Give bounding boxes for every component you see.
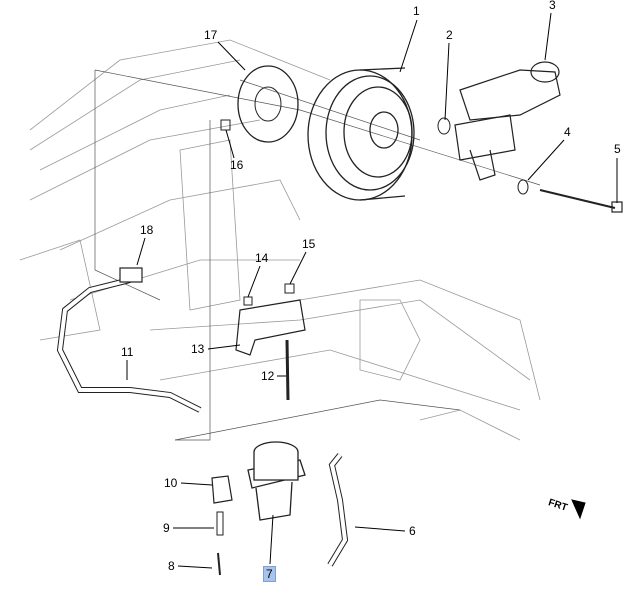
booster-gasket	[237, 65, 299, 143]
front-arrow-icon	[571, 499, 586, 520]
stud	[285, 339, 290, 401]
isolator	[211, 475, 233, 504]
callout-18: 18	[140, 223, 154, 237]
nut	[220, 119, 231, 131]
master-cylinder	[454, 61, 561, 181]
alignment-lines	[94, 69, 541, 441]
callout-11: 11	[121, 345, 134, 359]
seal	[437, 117, 451, 135]
vehicle-body-structure	[19, 39, 541, 441]
callout-6: 6	[409, 524, 416, 538]
callout-17: 17	[204, 28, 218, 42]
callout-5: 5	[614, 142, 621, 156]
sleeve	[216, 511, 224, 536]
callout-8: 8	[168, 559, 175, 573]
callout-12: 12	[261, 369, 275, 383]
bolt	[217, 552, 221, 576]
long-bolt	[539, 189, 616, 209]
leader-lines	[126, 12, 618, 569]
washer	[517, 179, 529, 195]
pump-bracket	[235, 299, 306, 356]
brake-booster	[307, 67, 415, 201]
vacuum-pump	[247, 441, 306, 521]
callout-10: 10	[164, 476, 178, 490]
callout-4: 4	[564, 125, 571, 139]
callout-3: 3	[549, 0, 556, 12]
callout-14: 14	[255, 251, 269, 265]
callout-1: 1	[413, 4, 420, 18]
callout-15: 15	[302, 237, 316, 251]
callout-7: 7	[263, 566, 276, 582]
callout-16: 16	[230, 158, 244, 172]
callout-9: 9	[163, 521, 170, 535]
callout-2: 2	[446, 28, 453, 42]
callout-13: 13	[191, 342, 205, 356]
